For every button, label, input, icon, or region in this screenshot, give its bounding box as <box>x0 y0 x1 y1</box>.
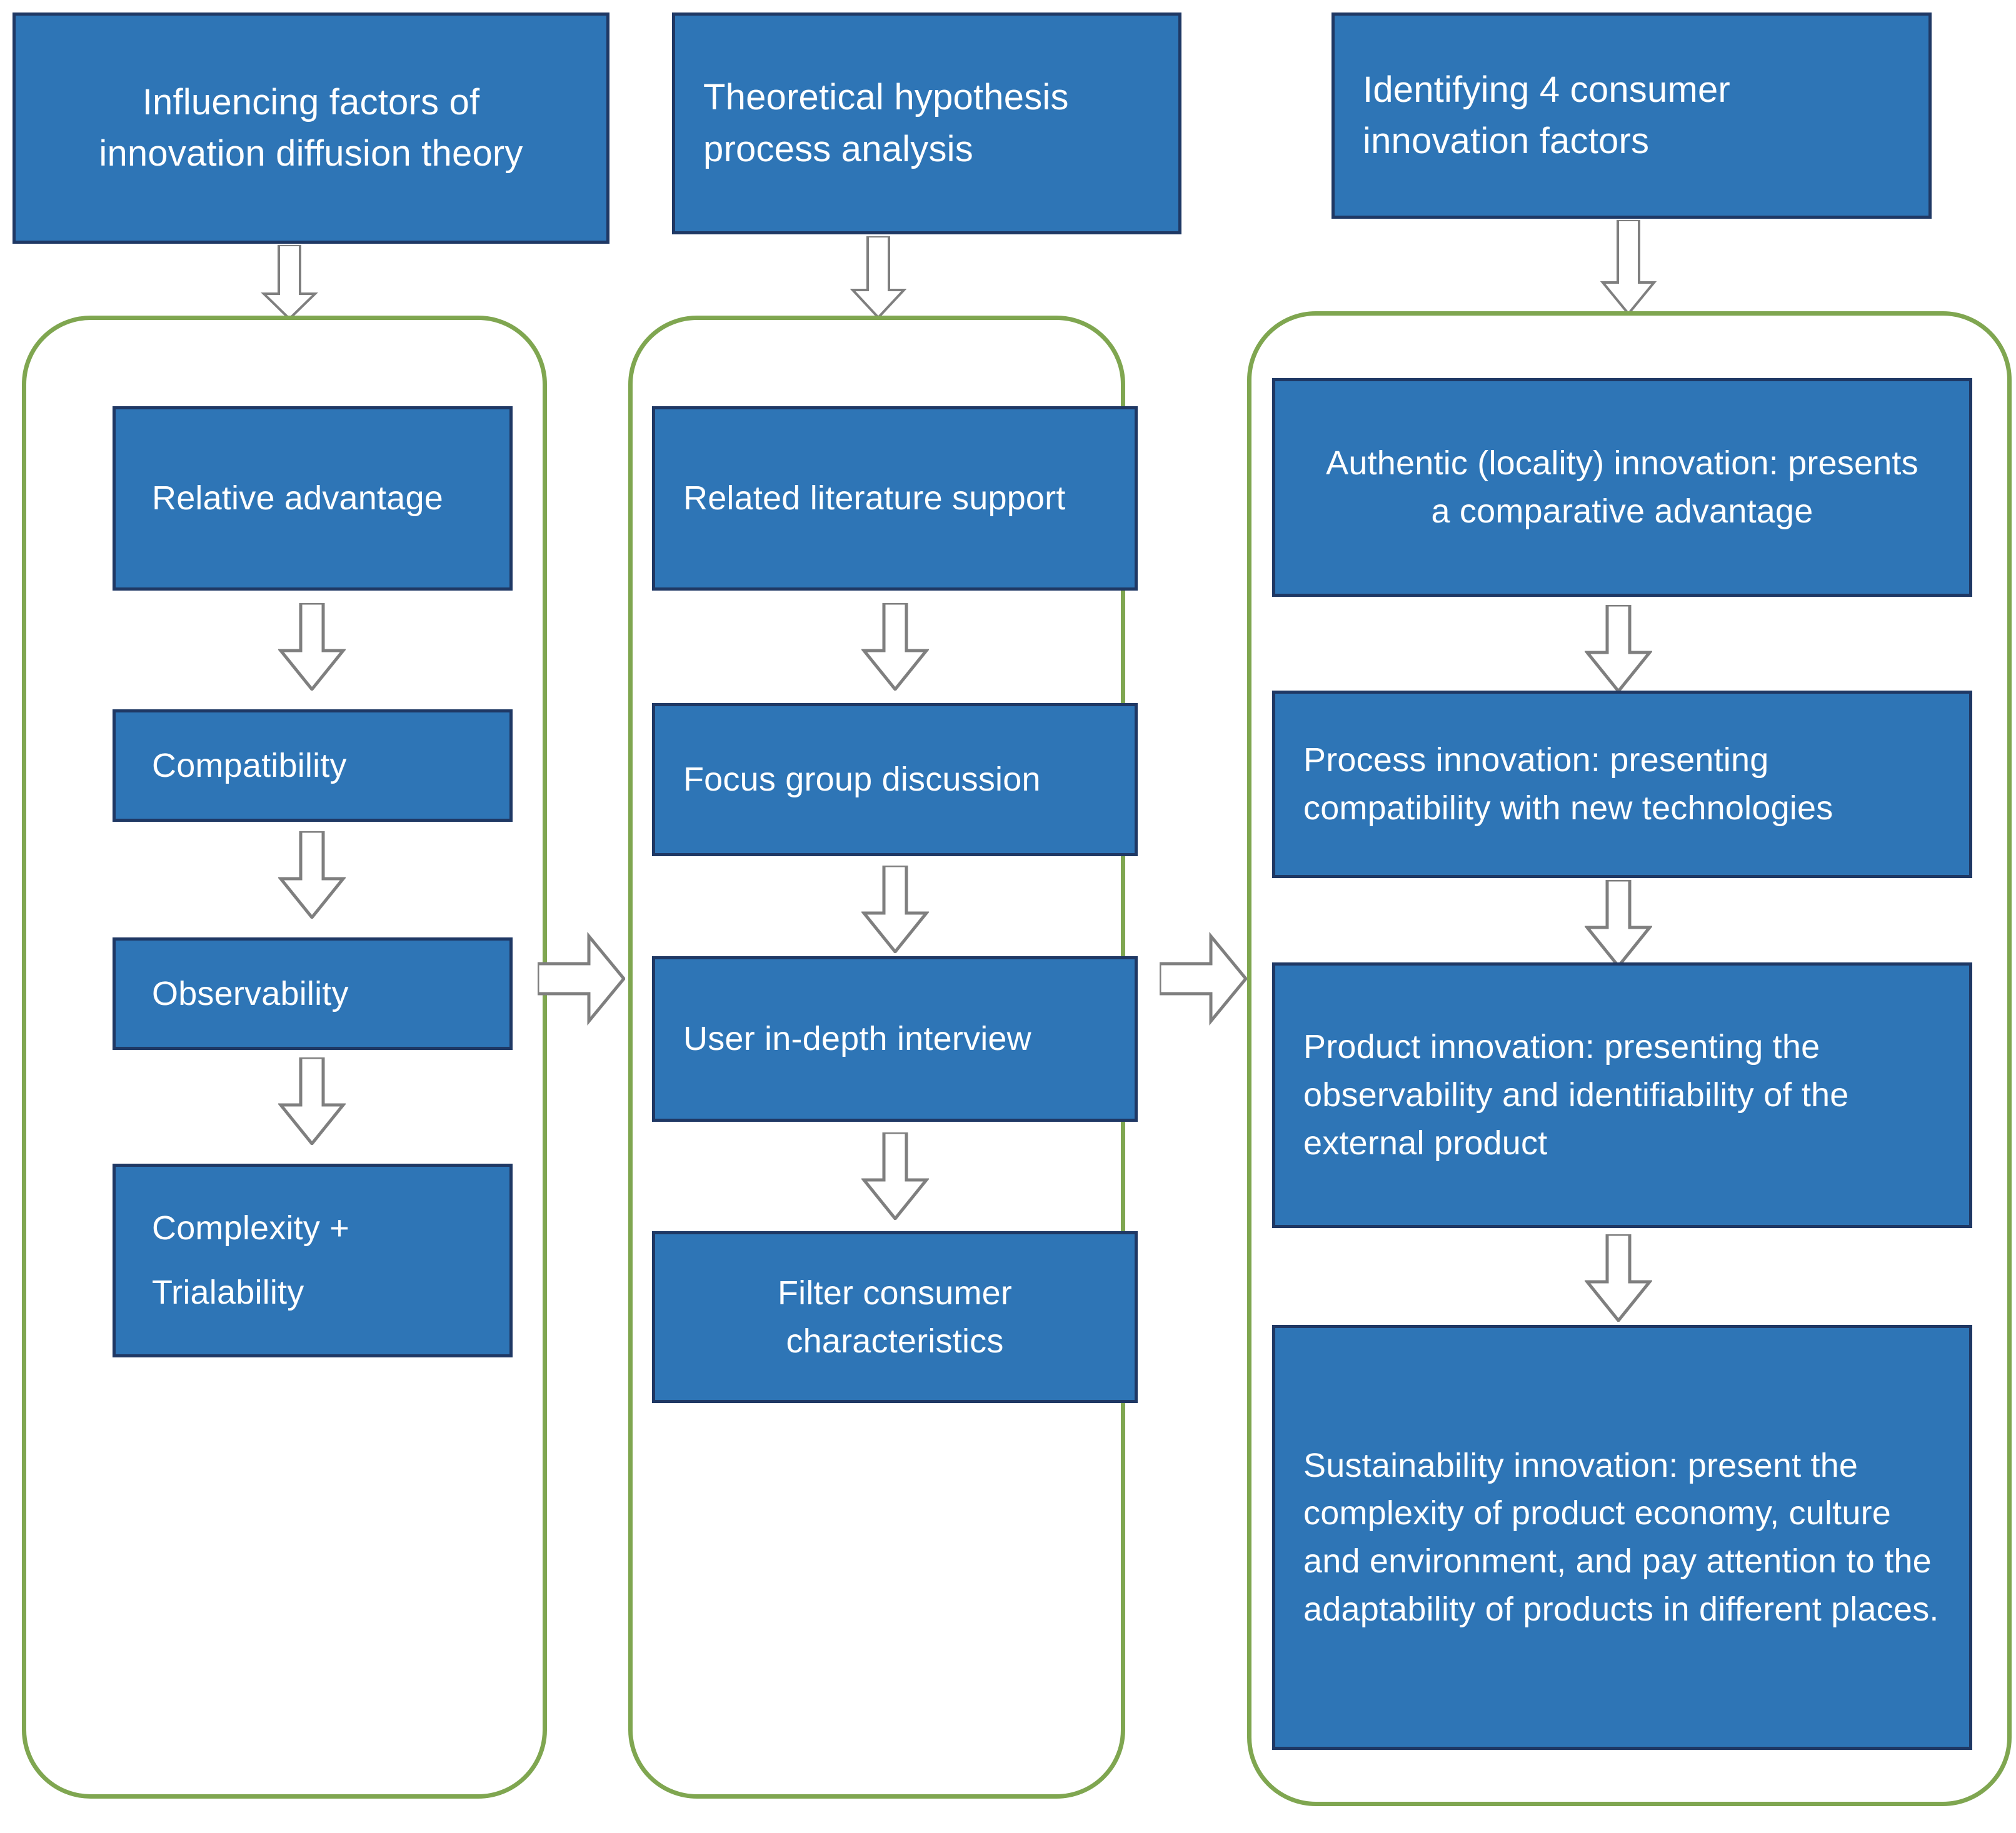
column-2-step-4-box: Filter consumer characteristics <box>652 1231 1138 1403</box>
down-arrow-c3-1 <box>1585 605 1652 692</box>
column-2-header-box: Theoretical hypothesis process analysis <box>672 12 1181 234</box>
column-2-step-3-box: User in-depth interview <box>652 956 1138 1122</box>
column-3-step-1-label: Authentic (locality) innovation: present… <box>1326 444 1918 530</box>
column-2-step-1-box: Related literature support <box>652 406 1138 591</box>
column-3-header-box: Identifying 4 consumer innovation factor… <box>1331 12 1932 219</box>
column-1-header-box: Influencing factors of innovation diffus… <box>13 12 609 244</box>
column-3-step-1-box: Authentic (locality) innovation: present… <box>1272 378 1972 597</box>
column-2-step-4-label: Filter consumer characteristics <box>777 1274 1013 1360</box>
column-3-header-label: Identifying 4 consumer innovation factor… <box>1363 69 1730 161</box>
down-arrow-c1-2 <box>278 831 346 919</box>
column-1-step-1-box: Relative advantage <box>113 406 513 591</box>
column-2-step-3-label: User in-depth interview <box>683 1020 1031 1058</box>
group-connector-arrow-2-to-3 <box>1160 931 1247 1026</box>
column-1-step-2-box: Compatibility <box>113 709 513 822</box>
column-1-step-4-box: Complexity + Trialability <box>113 1164 513 1357</box>
down-arrow-c1-1 <box>278 603 346 691</box>
column-3-step-2-label: Process innovation: presenting compatibi… <box>1303 741 1833 827</box>
header-to-group-arrow-1 <box>255 245 324 319</box>
down-arrow-c3-3 <box>1585 1234 1652 1322</box>
column-3-step-4-box: Sustainability innovation: present the c… <box>1272 1325 1972 1750</box>
column-1-step-3-label: Observability <box>152 974 349 1012</box>
group-connector-arrow-1-to-2 <box>538 931 625 1026</box>
header-to-group-arrow-2 <box>844 236 913 317</box>
column-3-step-2-box: Process innovation: presenting compatibi… <box>1272 691 1972 878</box>
column-1-step-1-label: Relative advantage <box>152 479 443 517</box>
column-1-step-3-box: Observability <box>113 937 513 1050</box>
column-3-group-container <box>1247 311 2012 1806</box>
down-arrow-c3-2 <box>1585 880 1652 967</box>
column-3-step-3-label: Product innovation: presenting the obser… <box>1303 1028 1849 1162</box>
column-1-header-label: Influencing factors of innovation diffus… <box>99 81 523 174</box>
down-arrow-c1-3 <box>278 1057 346 1145</box>
down-arrow-c2-2 <box>861 866 929 953</box>
column-1-step-4-label: Complexity + Trialability <box>152 1209 350 1311</box>
column-1-group-container <box>22 316 547 1799</box>
down-arrow-c2-3 <box>861 1132 929 1220</box>
column-2-header-label: Theoretical hypothesis process analysis <box>703 77 1069 169</box>
column-1-step-2-label: Compatibility <box>152 746 347 784</box>
header-to-group-arrow-3 <box>1594 220 1663 314</box>
column-2-step-2-box: Focus group discussion <box>652 703 1138 856</box>
column-2-step-1-label: Related literature support <box>683 479 1066 517</box>
column-3-step-4-label: Sustainability innovation: present the c… <box>1303 1446 1939 1628</box>
down-arrow-c2-1 <box>861 603 929 691</box>
column-2-step-2-label: Focus group discussion <box>683 761 1041 799</box>
column-3-step-3-box: Product innovation: presenting the obser… <box>1272 962 1972 1228</box>
